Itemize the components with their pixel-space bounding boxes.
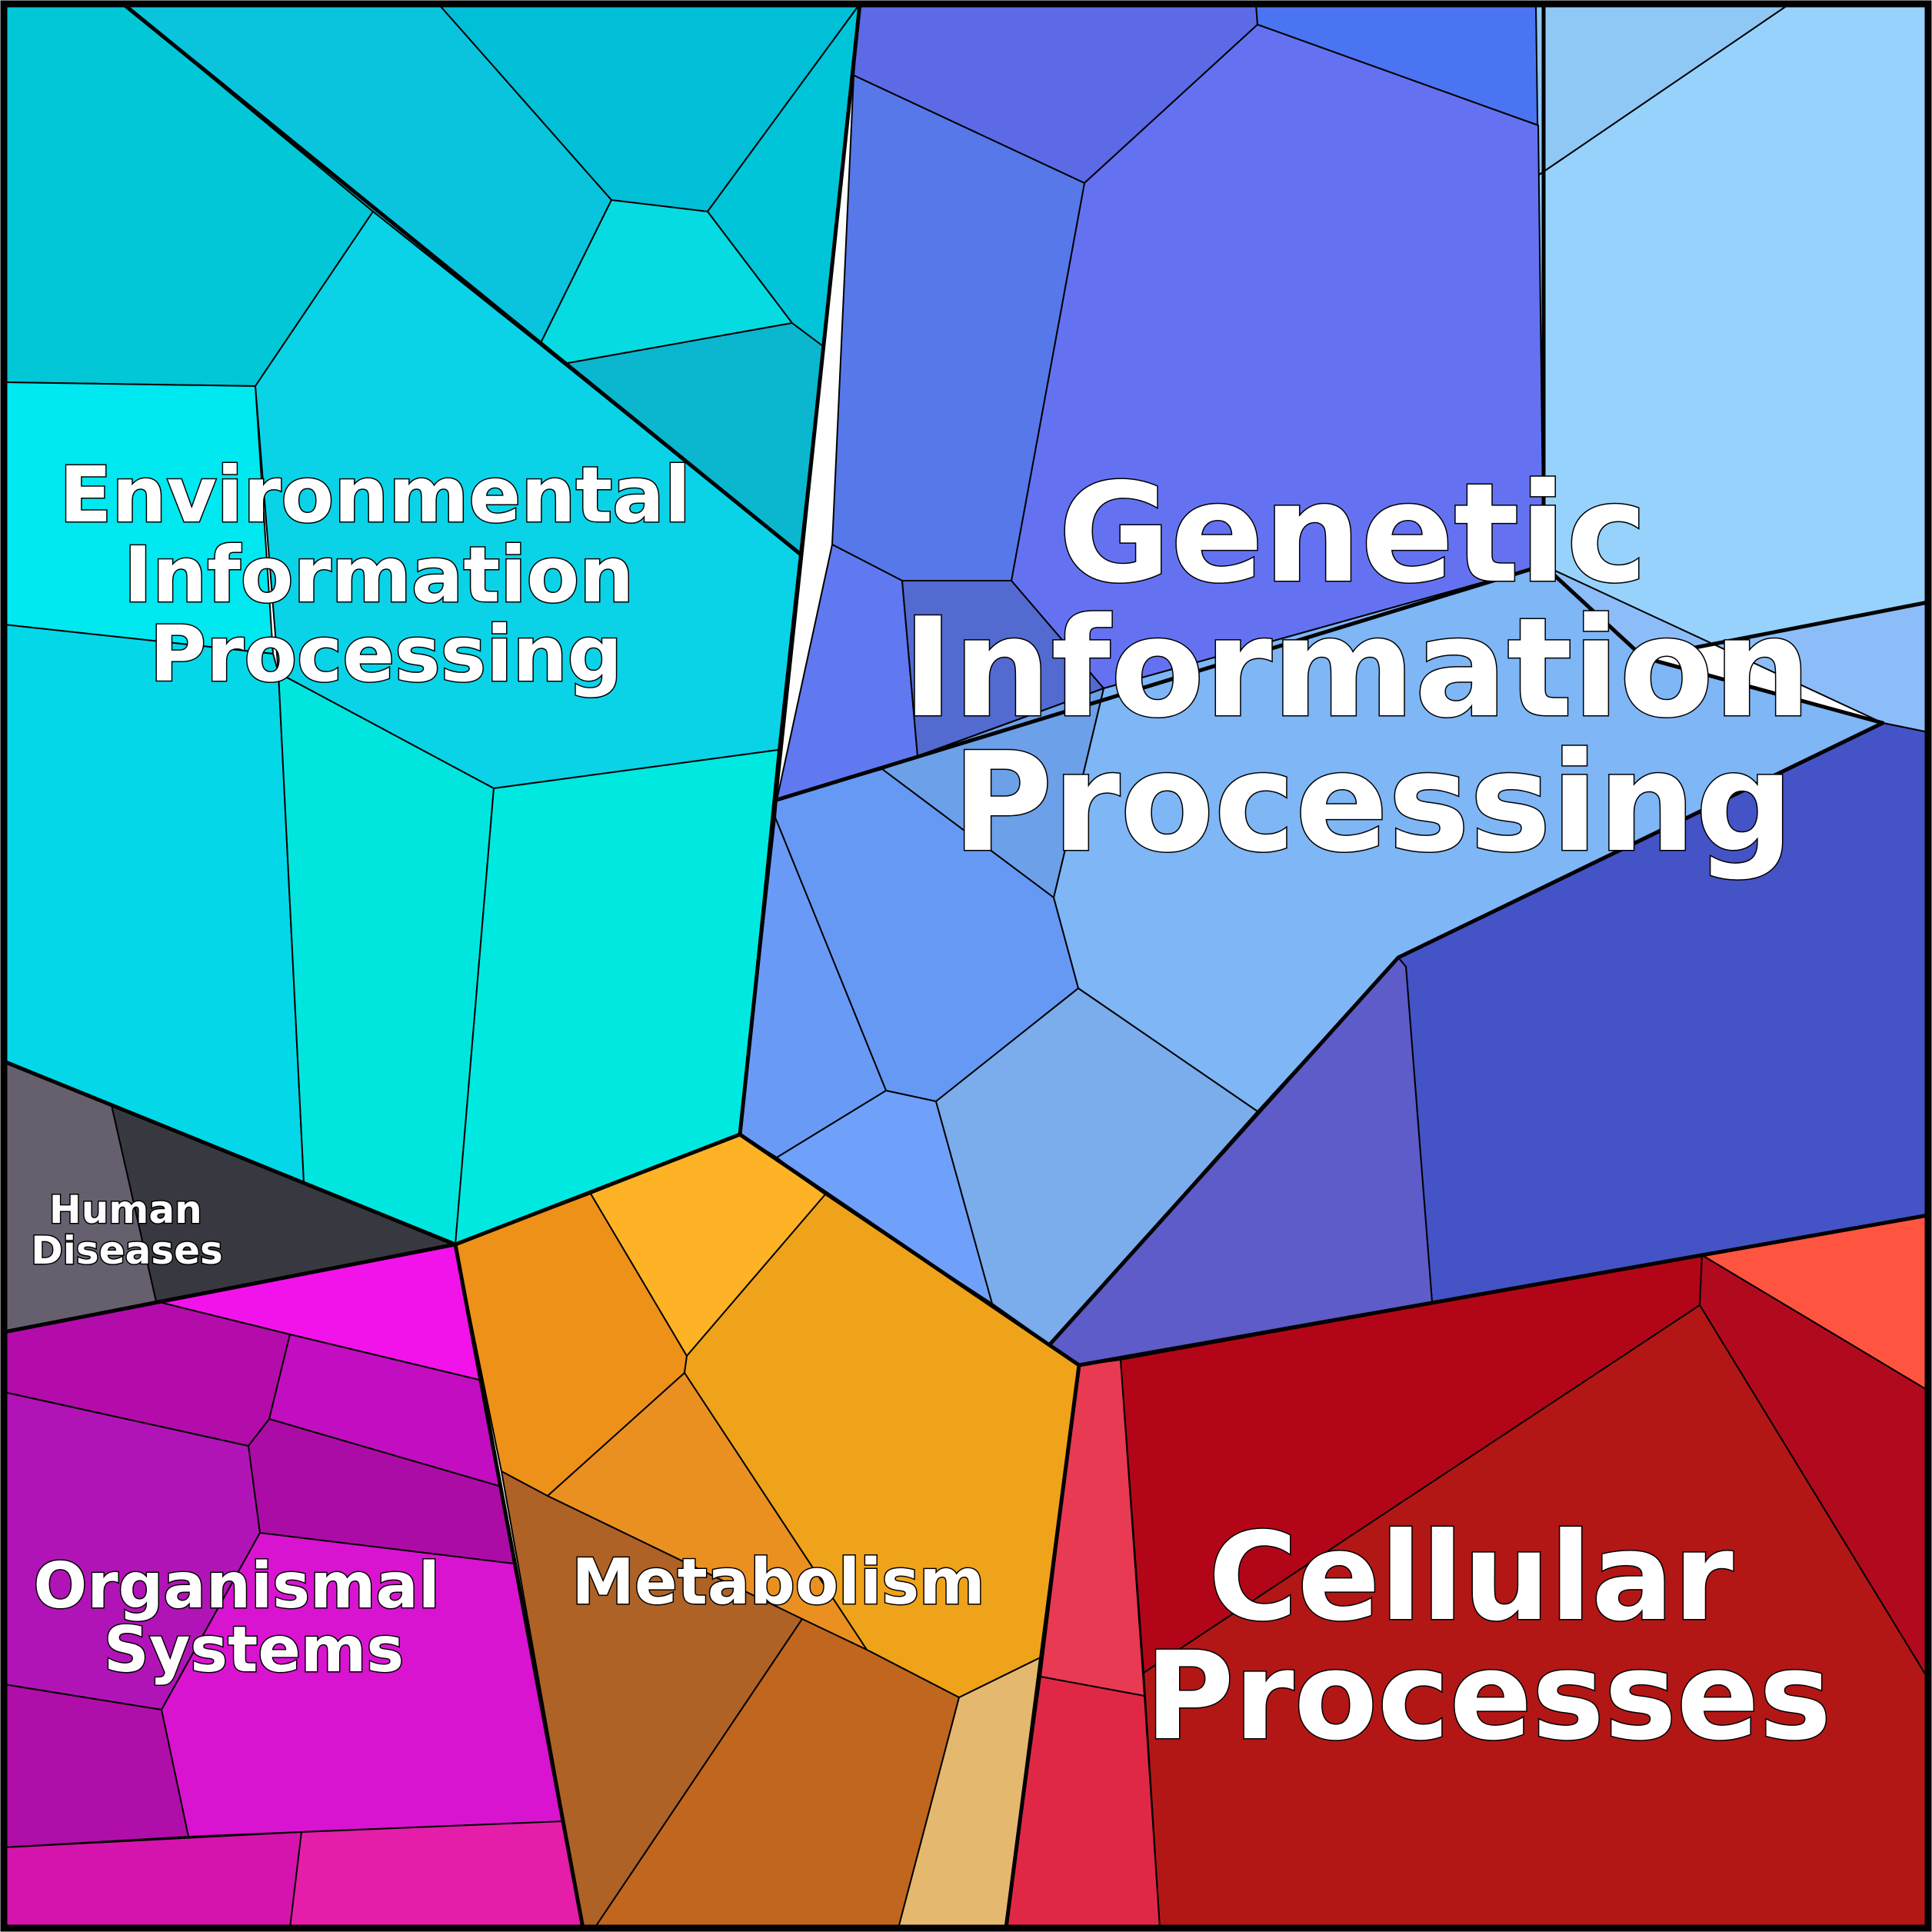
label-organismal-line-2: Systems bbox=[104, 1614, 404, 1687]
label-environmental-information-processing: Environmental Information Processing bbox=[59, 450, 718, 699]
label-cellular-processes: Cellular Processes bbox=[1145, 1507, 1831, 1767]
label-organismal-line-1: Organismal bbox=[34, 1550, 440, 1623]
border-environmental-diagonal bbox=[122, 2, 801, 555]
group-genetic-information-processing bbox=[739, 3, 1929, 1366]
cell-organismal-9 bbox=[289, 1820, 584, 1929]
label-cellular-line-1: Cellular bbox=[1208, 1507, 1734, 1648]
label-genetic-information-processing: Genetic Information Processing bbox=[902, 454, 1858, 882]
group-organismal-systems bbox=[3, 1244, 584, 1929]
group-cellular-processes bbox=[1005, 1214, 1929, 1929]
cell-organismal-8 bbox=[3, 1831, 302, 1929]
label-organismal-systems: Organismal Systems bbox=[34, 1550, 462, 1687]
border-metabolism bbox=[455, 1132, 1081, 1929]
label-human-diseases-line-2: Diseases bbox=[31, 1228, 223, 1273]
border-metabolism-organismal bbox=[453, 1244, 585, 1929]
border-genetic-diagonal-2 bbox=[1643, 600, 1929, 660]
group-borders bbox=[3, 2, 1929, 1929]
border-genetic-diagonal bbox=[776, 563, 1544, 802]
label-human-diseases: Human Diseases bbox=[31, 1188, 223, 1273]
border-genetic-inner bbox=[1048, 564, 1885, 1346]
labels: Environmental Information Processing Gen… bbox=[30, 449, 1858, 1769]
label-human-diseases-line-1: Human bbox=[49, 1188, 202, 1232]
label-cellular-line-2: Processes bbox=[1145, 1626, 1831, 1767]
label-genetic-line-2: Information bbox=[902, 588, 1810, 748]
border-cellular bbox=[1078, 1213, 1929, 1367]
label-environmental-line-3: Processing bbox=[150, 609, 623, 699]
group-human-diseases bbox=[3, 1061, 456, 1333]
label-environmental-line-1: Environmental bbox=[59, 450, 691, 540]
label-environmental-line-2: Information bbox=[124, 530, 635, 620]
label-genetic-line-3: Processing bbox=[952, 723, 1794, 882]
label-metabolism: Metabolism bbox=[571, 1546, 984, 1619]
border-environmental-genetic bbox=[738, 3, 862, 1135]
label-genetic-line-1: Genetic bbox=[1058, 454, 1647, 613]
group-metabolism bbox=[455, 1134, 1080, 1929]
group-environmental-information-processing bbox=[3, 3, 861, 1245]
